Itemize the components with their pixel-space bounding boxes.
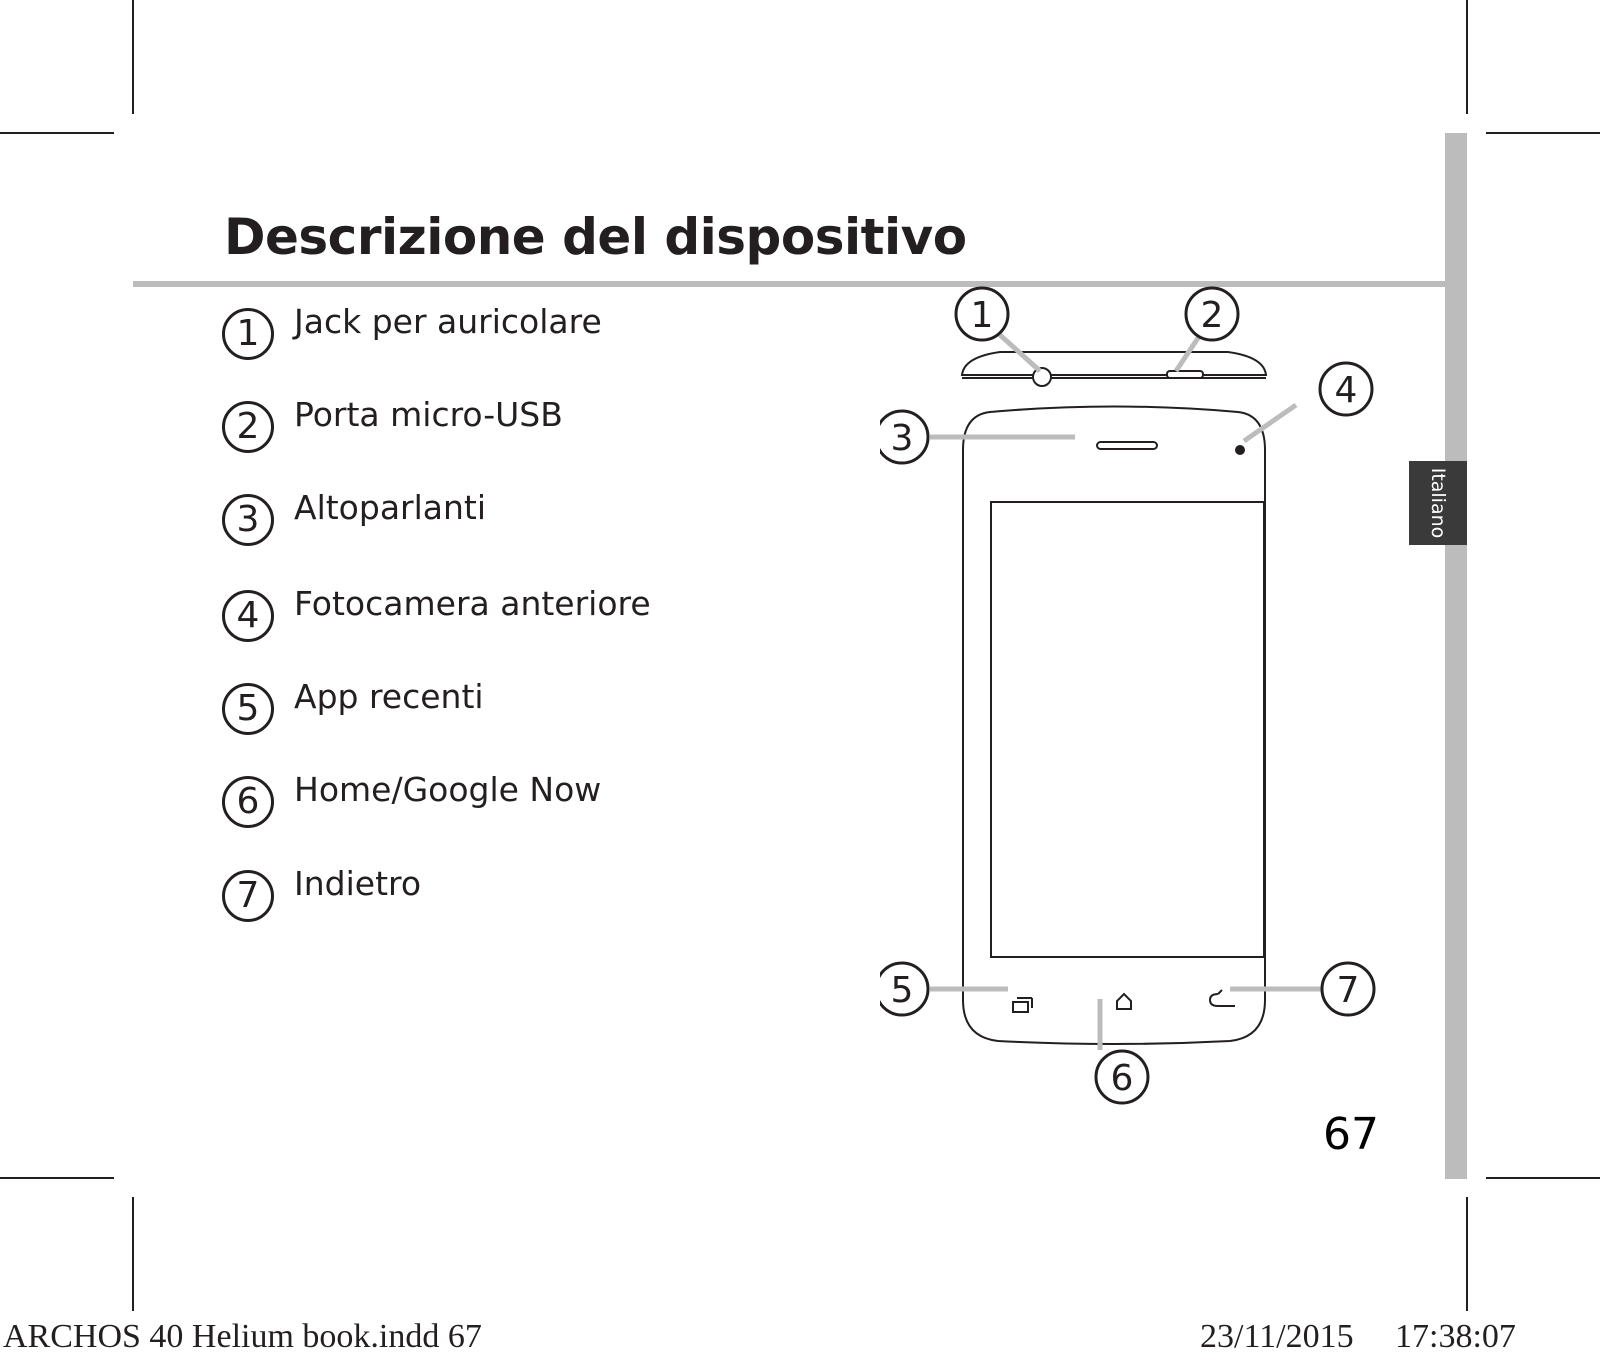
legend-number: 6 bbox=[222, 776, 274, 828]
legend-item: 7 Indietro bbox=[222, 864, 682, 924]
slug-time: 17:38:07 bbox=[1395, 1318, 1516, 1355]
device-screen bbox=[990, 501, 1265, 958]
callout-2: 2 bbox=[1184, 286, 1240, 342]
page-title: Descrizione del dispositivo bbox=[224, 208, 967, 266]
crop-mark bbox=[0, 132, 114, 134]
device-diagram: 1 2 3 4 5 6 7 bbox=[880, 286, 1376, 1105]
slug-date: 23/11/2015 bbox=[1200, 1318, 1354, 1355]
leader-lines bbox=[930, 333, 1322, 1050]
legend-item: 4 Fotocamera anteriore bbox=[222, 584, 682, 644]
home-icon bbox=[1116, 992, 1132, 1010]
side-bar bbox=[1445, 133, 1467, 1179]
callout-4: 4 bbox=[1318, 361, 1374, 417]
callout-number: 2 bbox=[1201, 295, 1224, 336]
callout-number: 6 bbox=[1111, 1058, 1134, 1099]
legend-label: Altoparlanti bbox=[294, 488, 487, 527]
callout-7: 7 bbox=[1320, 961, 1376, 1017]
legend-number: 2 bbox=[222, 401, 274, 453]
legend-label: Fotocamera anteriore bbox=[294, 584, 651, 623]
legend-number: 7 bbox=[222, 870, 274, 922]
legend-label: Indietro bbox=[294, 864, 422, 903]
crop-mark bbox=[1486, 132, 1600, 134]
crop-mark bbox=[1486, 1177, 1600, 1179]
device-top-edge bbox=[960, 351, 1268, 376]
legend-item: 2 Porta micro-USB bbox=[222, 395, 682, 455]
callout-number: 3 bbox=[891, 418, 914, 459]
callout-5: 5 bbox=[880, 961, 930, 1017]
callout-number: 7 bbox=[1337, 970, 1360, 1011]
device-body bbox=[962, 405, 1266, 1045]
crop-mark bbox=[132, 0, 134, 114]
page-number: 67 bbox=[1323, 1109, 1379, 1160]
legend-item: 5 App recenti bbox=[222, 677, 682, 737]
callout-1: 1 bbox=[954, 286, 1010, 342]
headphone-jack-icon bbox=[1032, 367, 1052, 387]
usb-port-icon bbox=[1166, 370, 1204, 379]
language-tab-label: Italiano bbox=[1427, 467, 1449, 539]
crop-mark bbox=[1466, 0, 1468, 114]
legend-label: Jack per auricolare bbox=[294, 302, 602, 341]
callout-3: 3 bbox=[880, 409, 930, 465]
legend-number: 5 bbox=[222, 683, 274, 735]
callout-number: 1 bbox=[971, 295, 994, 336]
legend-label: Porta micro-USB bbox=[294, 395, 563, 434]
legend-item: 6 Home/Google Now bbox=[222, 770, 682, 830]
speaker-grille-icon bbox=[1096, 441, 1158, 450]
legend-label: App recenti bbox=[294, 677, 484, 716]
legend-item: 3 Altoparlanti bbox=[222, 488, 682, 548]
legend-item: 1 Jack per auricolare bbox=[222, 302, 682, 362]
legend-label: Home/Google Now bbox=[294, 770, 602, 809]
legend-number: 4 bbox=[222, 590, 274, 642]
callout-number: 5 bbox=[891, 970, 914, 1011]
crop-mark bbox=[1466, 1197, 1468, 1311]
legend-number: 1 bbox=[222, 308, 274, 360]
crop-mark bbox=[132, 1197, 134, 1311]
language-tab: Italiano bbox=[1409, 461, 1467, 545]
title-rule bbox=[133, 281, 1447, 287]
crop-mark bbox=[0, 1177, 114, 1179]
legend-number: 3 bbox=[222, 494, 274, 546]
callout-6: 6 bbox=[1094, 1049, 1150, 1105]
back-icon bbox=[1208, 989, 1235, 1007]
slug-file-name: ARCHOS 40 Helium book.indd 67 bbox=[3, 1318, 482, 1355]
callout-number: 4 bbox=[1335, 370, 1358, 411]
front-camera-icon bbox=[1235, 445, 1245, 455]
recent-apps-icon bbox=[1012, 997, 1033, 1013]
